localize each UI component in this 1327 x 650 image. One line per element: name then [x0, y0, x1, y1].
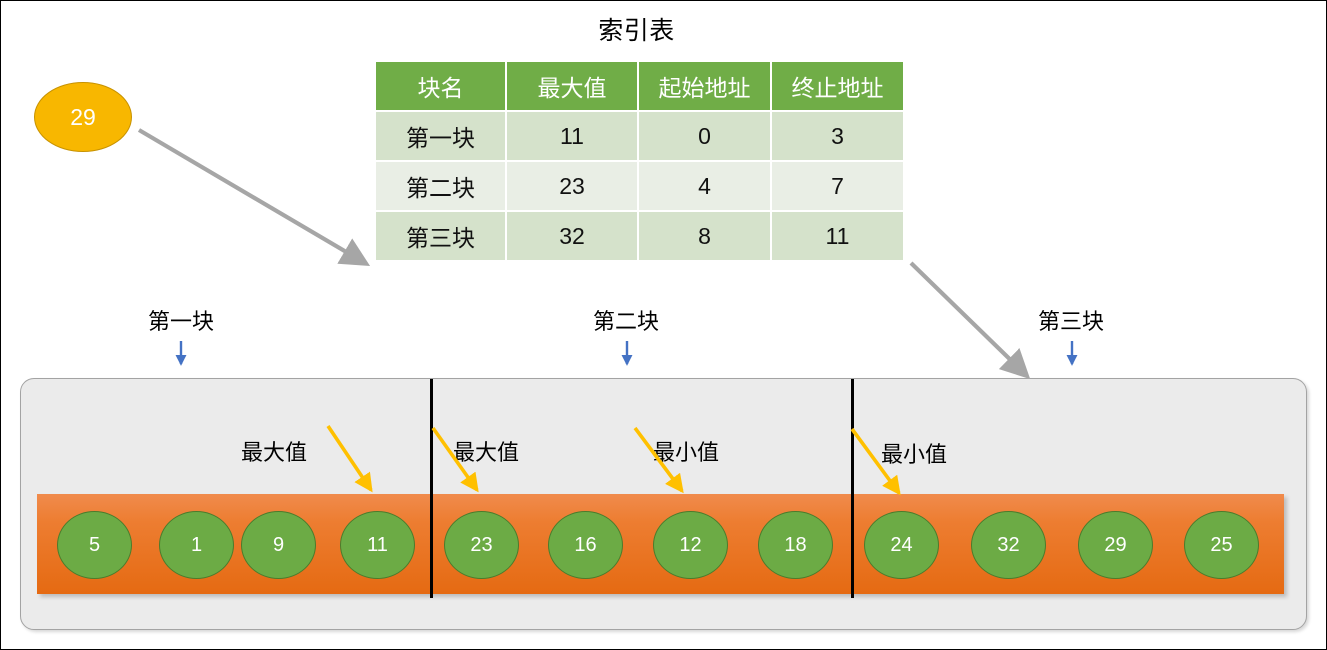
array-cell: 12 [653, 511, 728, 579]
column-header-end-address: 终止地址 [772, 62, 903, 110]
block-caption-second: 第二块 [592, 309, 659, 334]
cell-end-address: 11 [772, 212, 903, 260]
table-row: 第一块 11 0 3 [376, 112, 903, 160]
cell-end-address: 7 [772, 162, 903, 210]
array-cell: 9 [241, 511, 316, 579]
cell-end-address: 3 [772, 112, 903, 160]
block-caption-third: 第三块 [1037, 309, 1104, 334]
gray-arrow-row3-to-block3 [909, 261, 1031, 380]
array-cell: 24 [864, 511, 939, 579]
array-cell: 18 [758, 511, 833, 579]
annotation-label-max-block2: 最大值 [453, 440, 520, 465]
cell-start-address: 0 [639, 112, 770, 160]
array-cell: 5 [57, 511, 132, 579]
column-header-block-name: 块名 [376, 62, 505, 110]
index-table-title: 索引表 [598, 17, 675, 45]
annotation-label-min-block3: 最小值 [881, 442, 948, 467]
cell-start-address: 8 [639, 212, 770, 260]
gray-arrow-query-to-row3 [137, 128, 371, 266]
block-caption-first: 第一块 [147, 309, 214, 334]
array-cell: 29 [1078, 511, 1153, 579]
array-cell: 25 [1184, 511, 1259, 579]
index-table: 块名 最大值 起始地址 终止地址 第一块 11 0 3 第二块 23 4 7 第… [374, 60, 905, 262]
cell-block-name: 第一块 [376, 112, 505, 160]
cell-block-name: 第二块 [376, 162, 505, 210]
cell-block-name: 第三块 [376, 212, 505, 260]
array-cell: 16 [548, 511, 623, 579]
array-cell: 11 [340, 511, 415, 579]
annotation-label-min-block2: 最小值 [653, 440, 720, 465]
table-row: 第二块 23 4 7 [376, 162, 903, 210]
query-key-label: 29 [70, 103, 96, 130]
table-row: 第三块 32 8 11 [376, 212, 903, 260]
cell-start-address: 4 [639, 162, 770, 210]
cell-max-value: 32 [507, 212, 637, 260]
cell-max-value: 11 [507, 112, 637, 160]
block-divider-2 [851, 379, 854, 598]
annotation-label-max-block1: 最大值 [241, 440, 308, 465]
index-table-header-row: 块名 最大值 起始地址 终止地址 [376, 62, 903, 110]
column-header-max-value: 最大值 [507, 62, 637, 110]
array-cell: 1 [159, 511, 234, 579]
array-cell: 32 [971, 511, 1046, 579]
block-divider-1 [430, 379, 433, 598]
column-header-start-address: 起始地址 [639, 62, 770, 110]
query-key-ellipse: 29 [34, 82, 132, 152]
cell-max-value: 23 [507, 162, 637, 210]
array-cell: 23 [444, 511, 519, 579]
